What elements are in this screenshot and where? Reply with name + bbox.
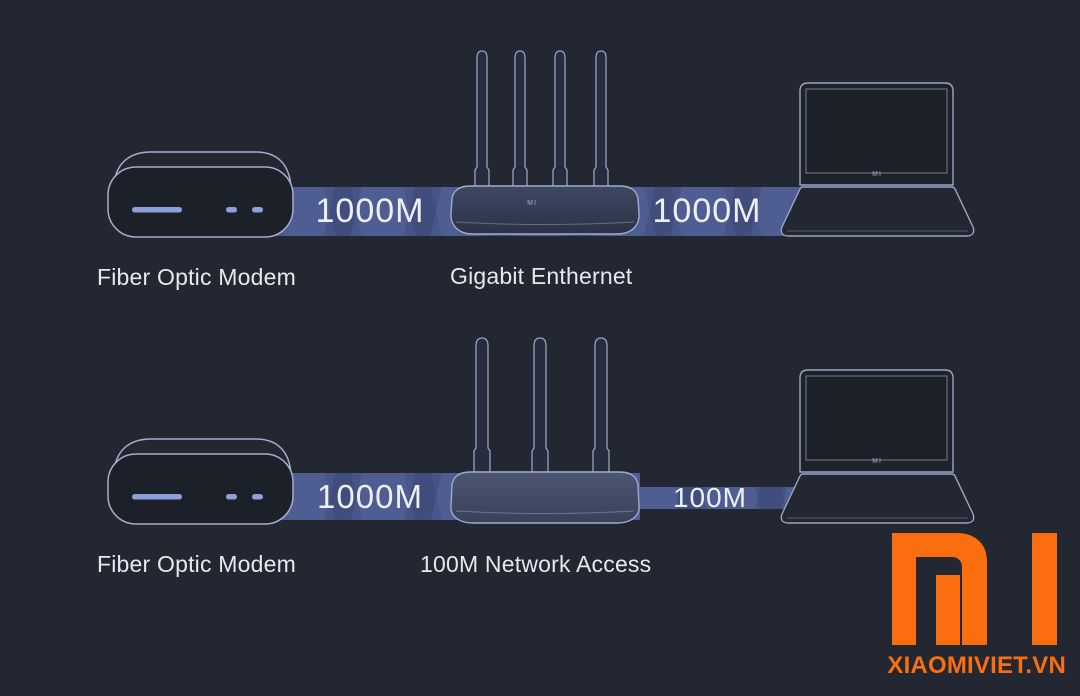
- link-speed-label: 1000M: [652, 192, 762, 230]
- device-label-router-bottom: 100M Network Access: [420, 551, 652, 577]
- xiaomi-mi-logo: [892, 533, 1057, 645]
- fiber-modem-illustration: [107, 151, 294, 238]
- device-label-modem-top: Fiber Optic Modem: [97, 264, 296, 290]
- wifi-router-illustration-3-antenna: [450, 337, 640, 524]
- link-speed-label: 1000M: [315, 192, 425, 230]
- antenna-group: [473, 337, 610, 476]
- device-label-modem-bottom: Fiber Optic Modem: [97, 551, 296, 577]
- laptop-illustration: [780, 82, 975, 237]
- laptop-illustration: [780, 369, 975, 524]
- router-mi-logo: MI: [527, 200, 537, 207]
- link-speed-label: 1000M: [317, 478, 423, 515]
- link-speed-label: 100M: [672, 482, 748, 513]
- fiber-modem-illustration: [107, 438, 294, 525]
- device-label-router-top: Gigabit Enthernet: [450, 263, 633, 289]
- wifi-router-illustration-4-antenna: [450, 50, 640, 235]
- laptop-mi-logo: MI: [872, 458, 882, 465]
- site-watermark: XIAOMIVIET.VN: [887, 652, 1066, 679]
- antenna-group: [474, 50, 609, 192]
- laptop-mi-logo: MI: [872, 171, 882, 178]
